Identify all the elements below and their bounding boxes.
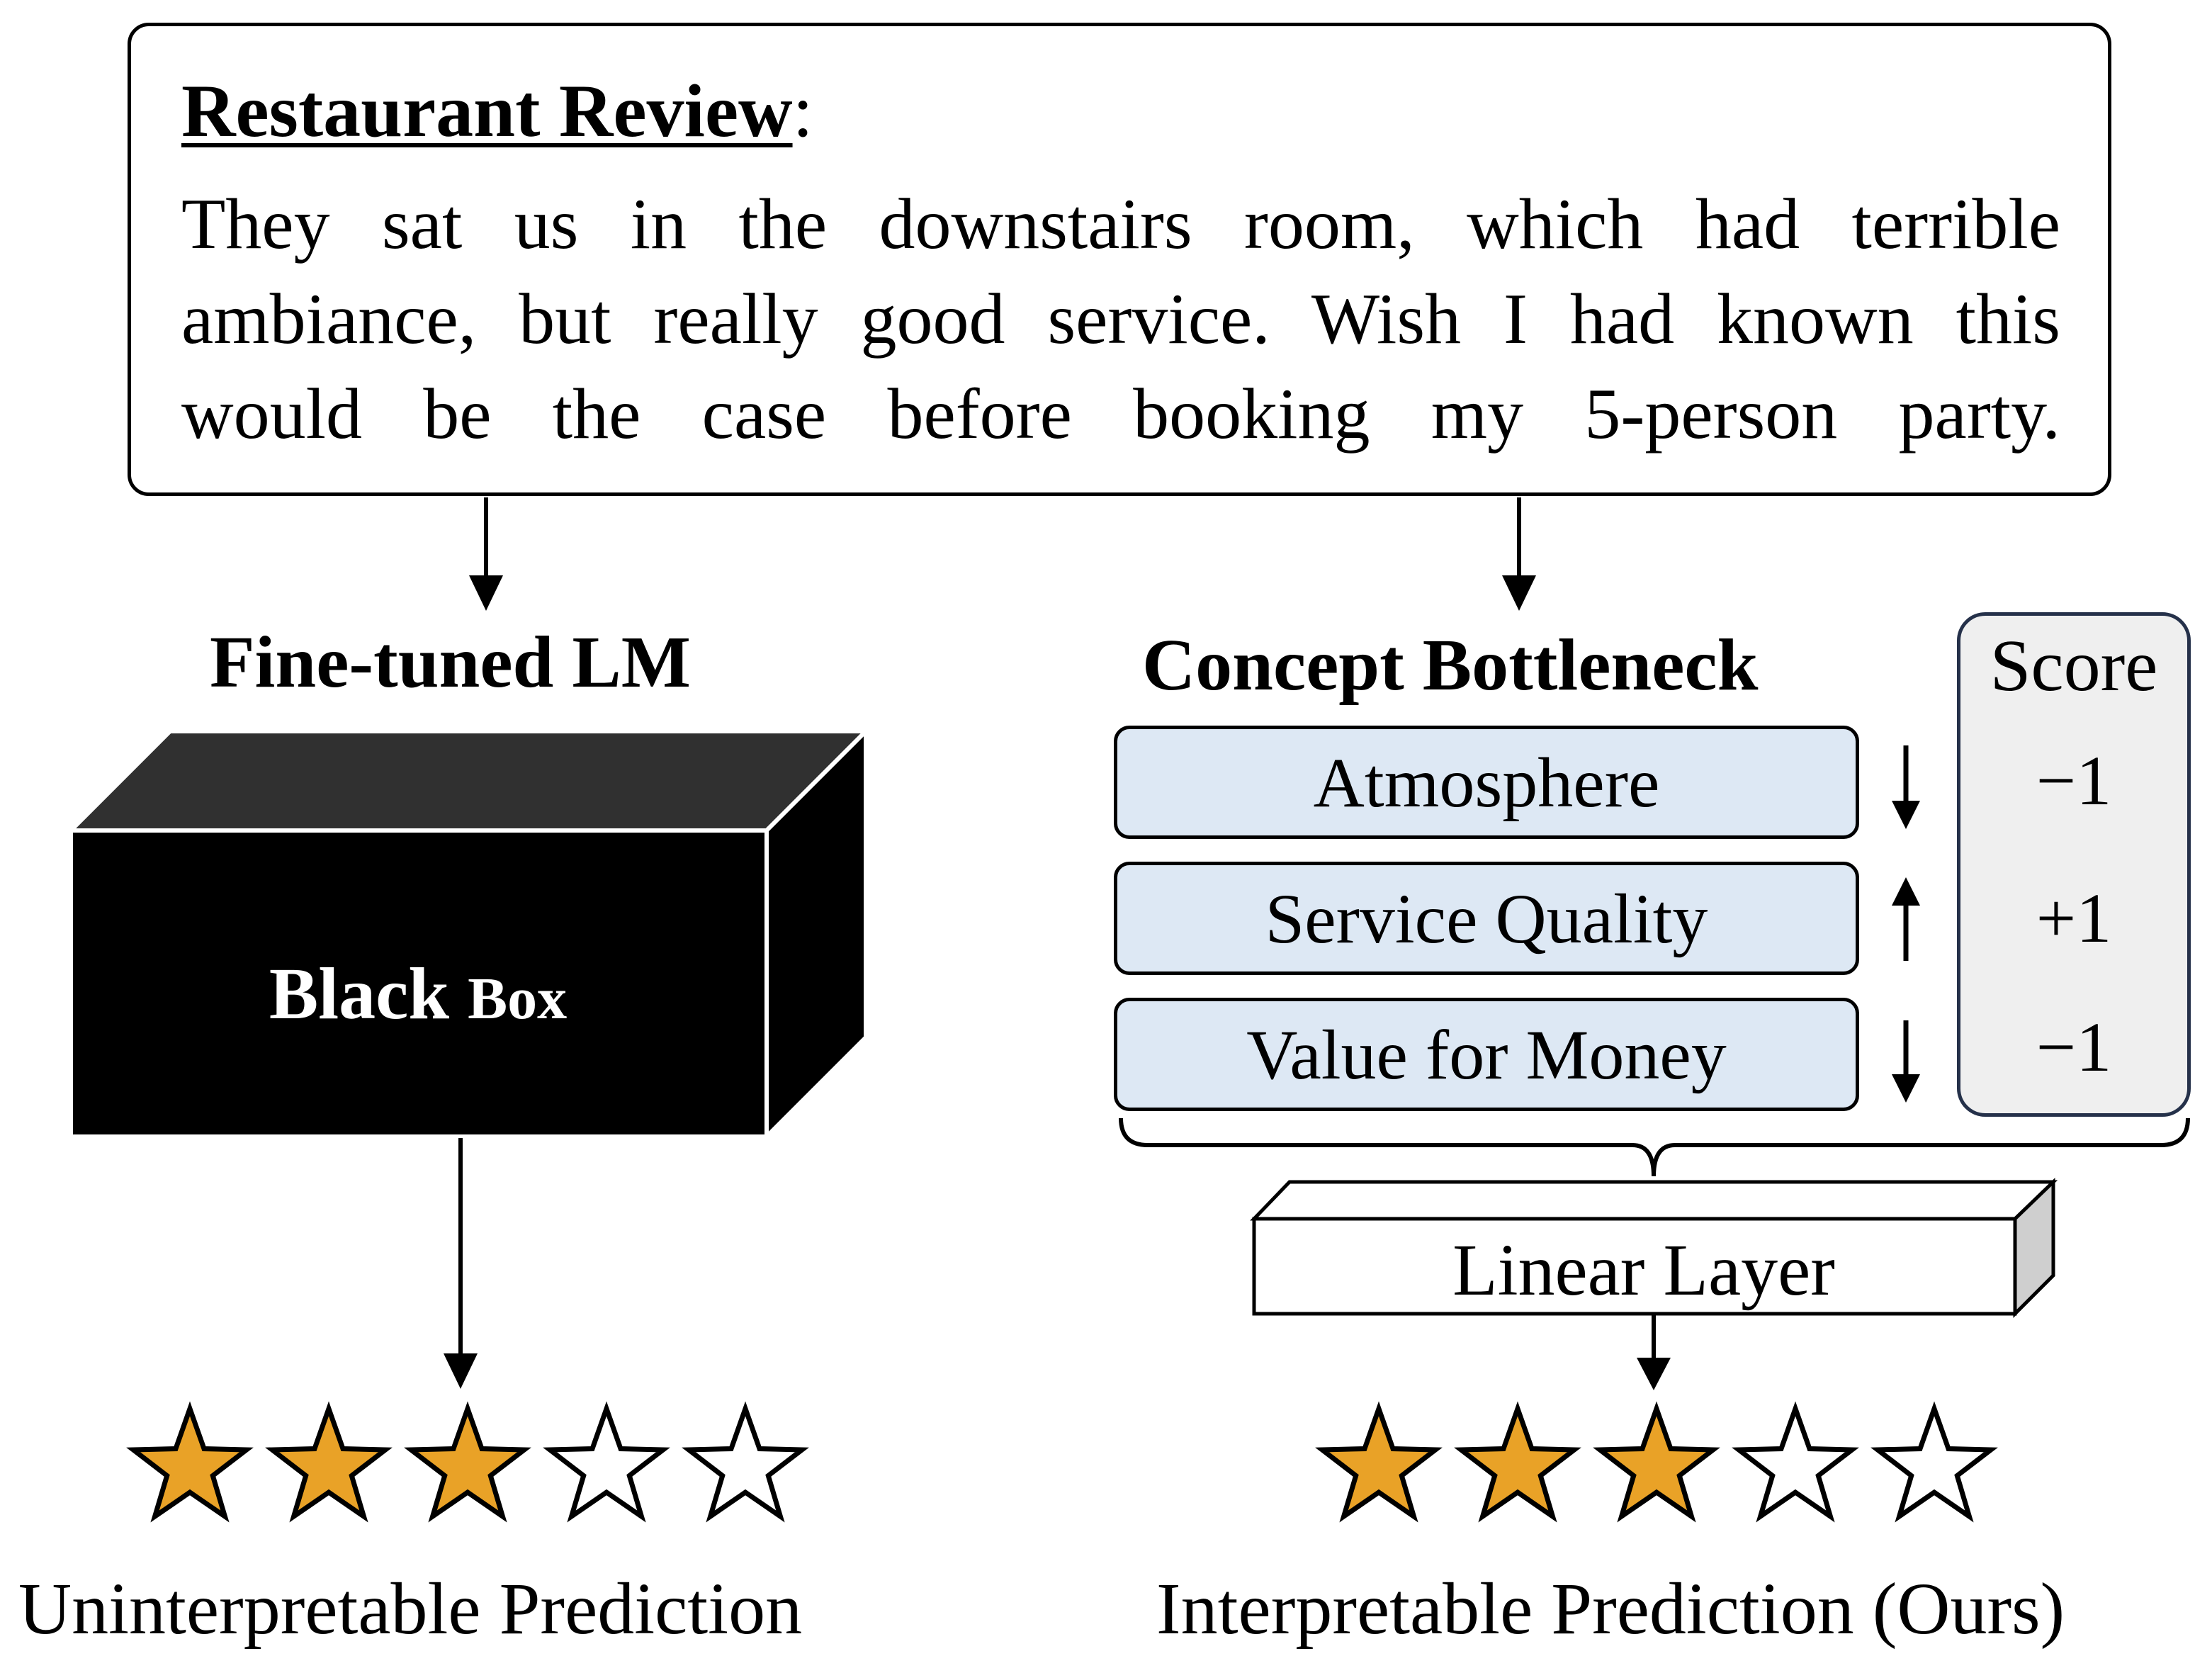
review-line-1: They sat us in the downstairs room, whic… [181, 184, 2060, 264]
concept-bottleneck-heading: Concept Bottleneck [1142, 624, 1759, 706]
star-filled-icon [1593, 1401, 1720, 1523]
score-value: −1 [2036, 741, 2112, 820]
score-value: −1 [2036, 1008, 2112, 1086]
black-box-label: Black Box [71, 948, 765, 1045]
star-empty-icon [1870, 1401, 1998, 1523]
uninterpretable-prediction-caption: Uninterpretable Prediction [18, 1568, 803, 1650]
arrow-down-icon [1892, 745, 1920, 829]
star-empty-icon [543, 1401, 670, 1523]
star-filled-icon [1315, 1401, 1443, 1523]
arrow-linear-to-prediction [1637, 1315, 1671, 1390]
linear-layer-label: Linear Layer [1452, 1229, 1835, 1311]
review-line-2: ambiance, but really good service. Wish … [181, 279, 2060, 359]
star-filled-icon [404, 1401, 531, 1523]
concept-box-value-for-money: Value for Money [1114, 998, 1859, 1111]
score-header: Score [1990, 625, 2158, 706]
fine-tuned-lm-heading: Fine-tuned LM [210, 621, 691, 703]
star-filled-icon [265, 1401, 393, 1523]
concept-label: Value for Money [1246, 1015, 1727, 1094]
arrow-review-to-lm [469, 497, 503, 611]
score-value: +1 [2036, 879, 2112, 957]
rating-stars-right [1315, 1401, 1998, 1523]
black-box-label-small: Box [468, 966, 568, 1032]
linear-layer-box [1250, 1178, 2058, 1319]
concept-box-atmosphere: Atmosphere [1114, 726, 1859, 839]
star-empty-icon [682, 1401, 809, 1523]
black-box-cube [65, 726, 871, 1142]
concept-label: Service Quality [1265, 879, 1708, 958]
star-filled-icon [1454, 1401, 1581, 1523]
arrow-up-icon [1892, 877, 1920, 961]
score-panel [1957, 612, 2191, 1117]
concept-box-service-quality: Service Quality [1114, 862, 1859, 975]
interpretable-prediction-caption: Interpretable Prediction (Ours) [1156, 1568, 2065, 1650]
arrow-down-icon [1892, 1020, 1920, 1103]
review-title-colon: : [792, 69, 813, 152]
star-empty-icon [1732, 1401, 1859, 1523]
rating-stars-left [126, 1401, 809, 1523]
review-title-text: Restaurant Review [181, 69, 793, 152]
arrow-review-to-concepts [1502, 497, 1536, 611]
review-box [128, 23, 2111, 496]
arrow-lm-to-prediction [444, 1138, 478, 1389]
black-box-label-main: Black [269, 953, 450, 1035]
concept-label: Atmosphere [1313, 743, 1660, 822]
review-title: Restaurant Review: [181, 65, 813, 157]
concept-brace [1119, 1117, 2190, 1177]
review-line-3: would be the case before booking my 5-pe… [181, 374, 2060, 454]
star-filled-icon [126, 1401, 254, 1523]
